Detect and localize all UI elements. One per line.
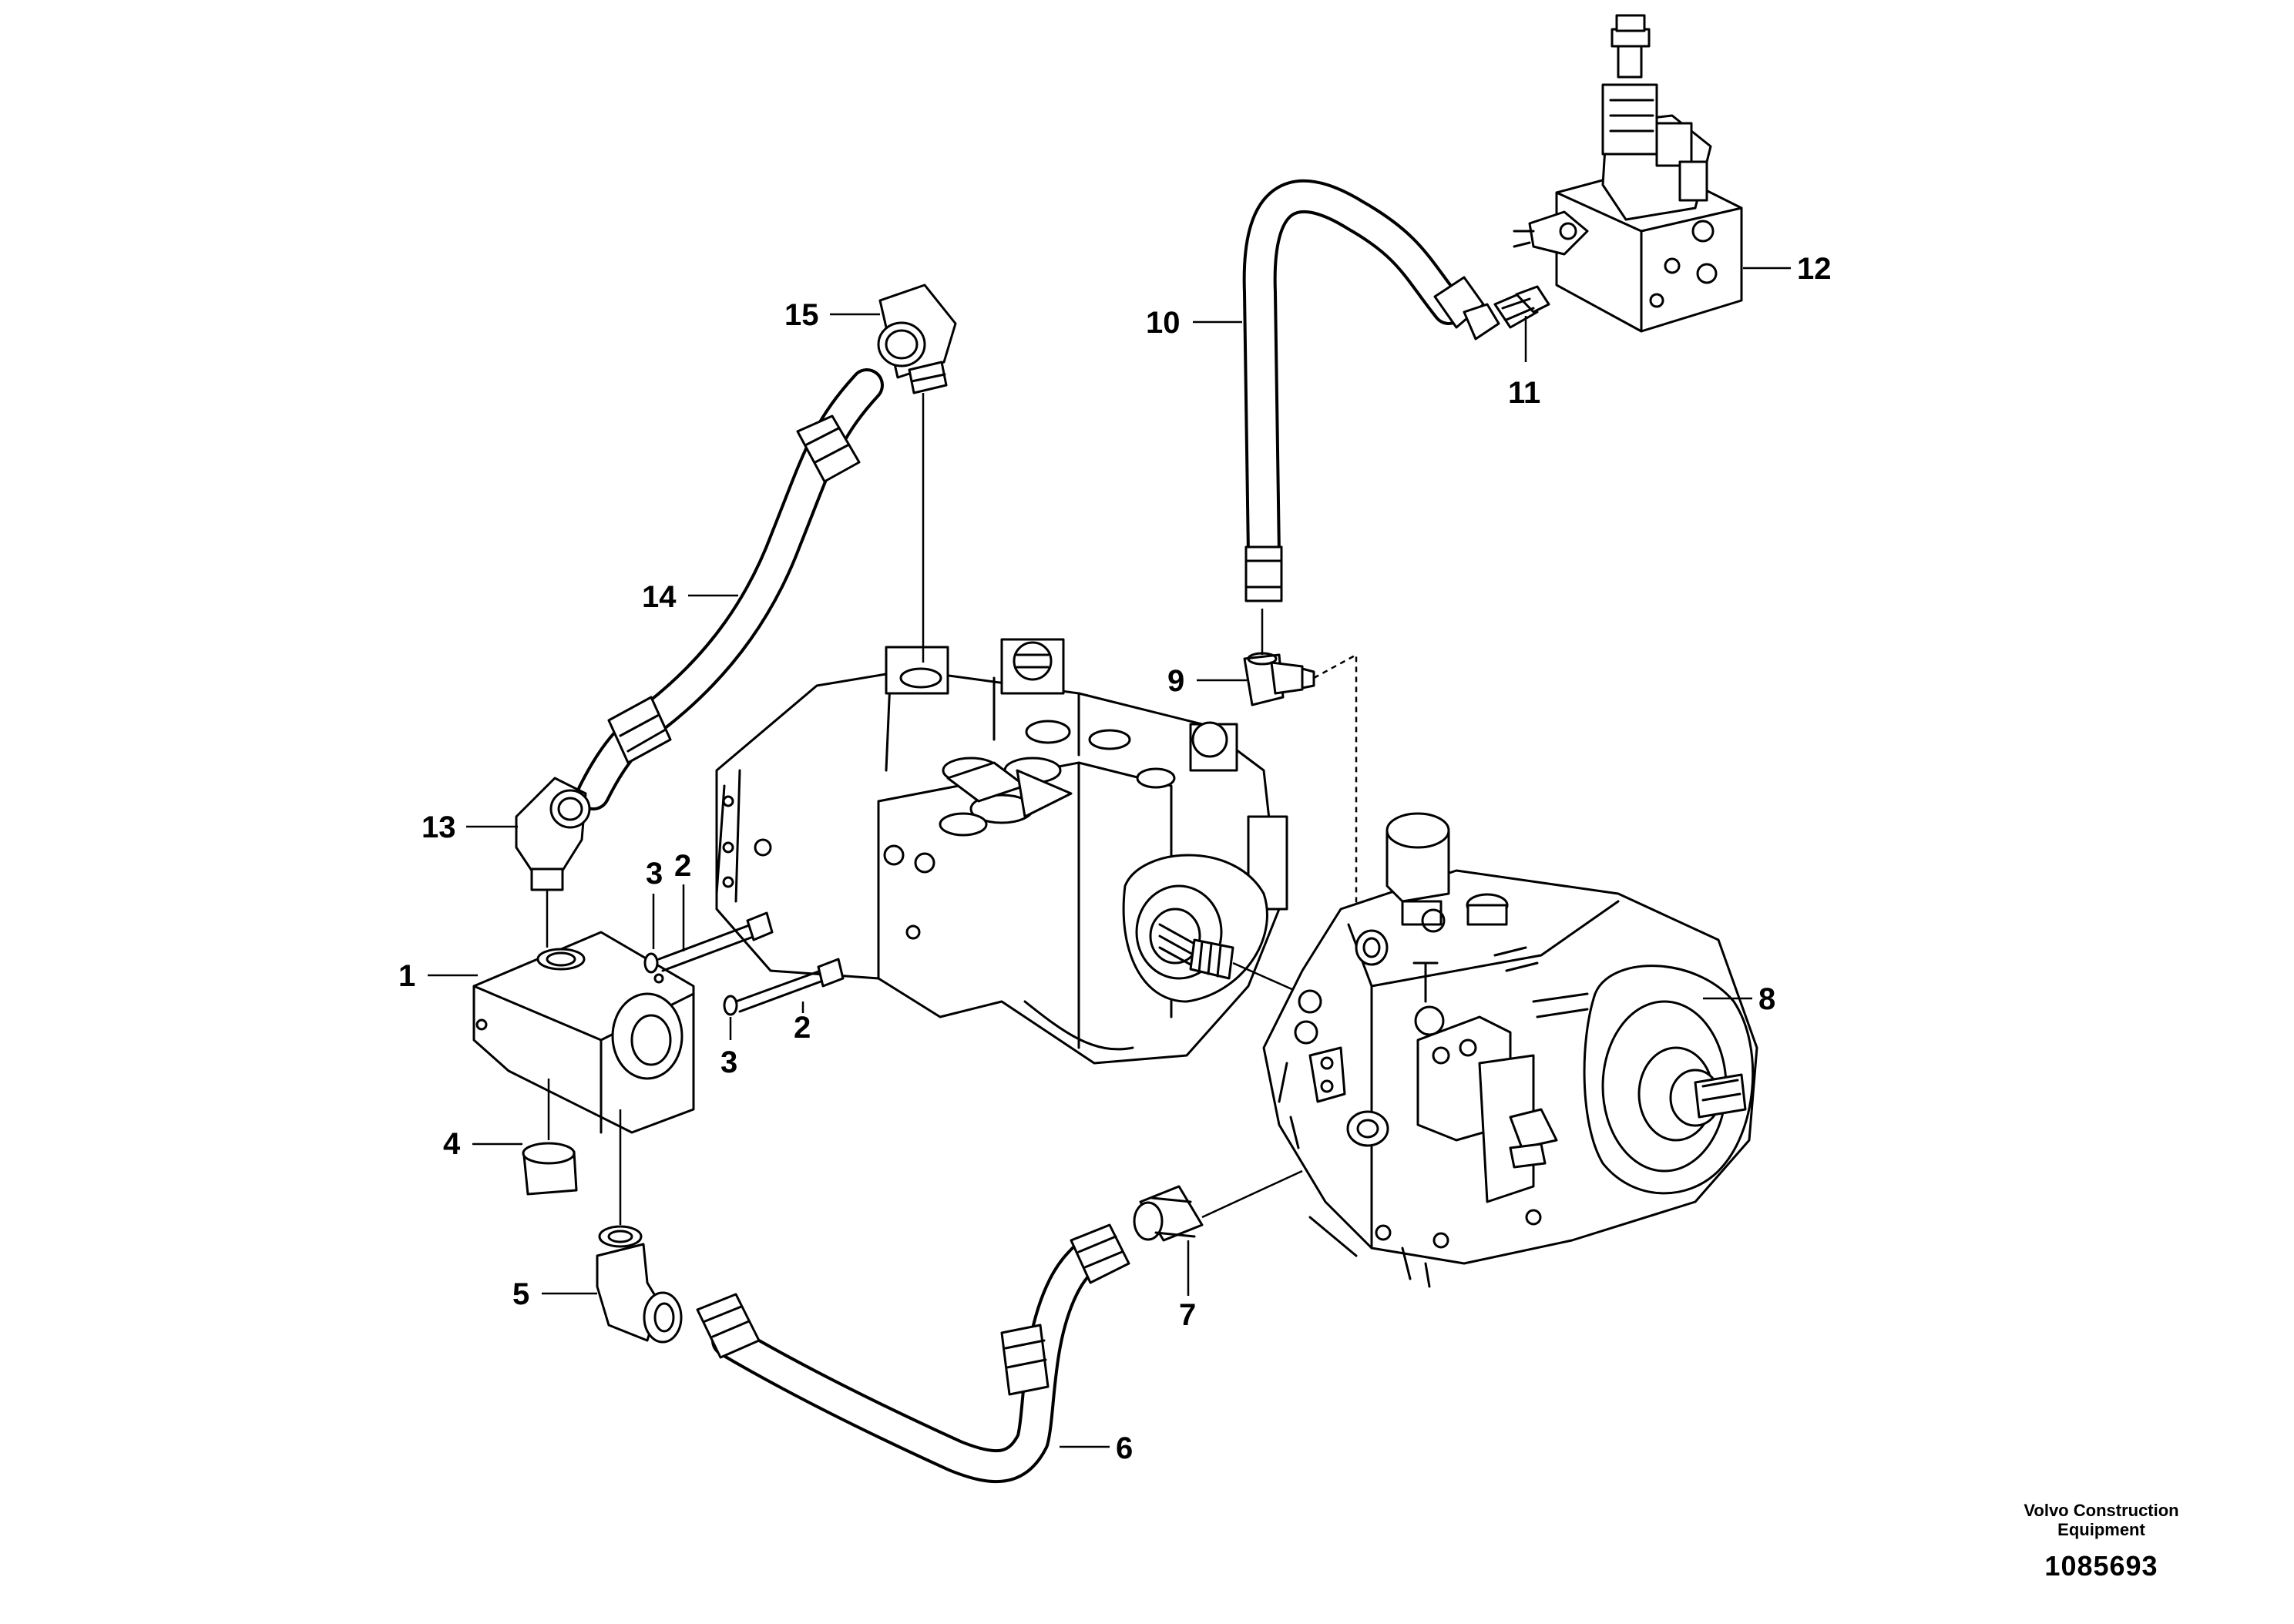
footer-brand-block: Volvo Construction Equipment 1085693: [1986, 1501, 2217, 1582]
callout-13-label: 13: [422, 810, 456, 844]
callout-2a-label: 2: [674, 849, 691, 883]
callout-14-label: 14: [642, 580, 677, 614]
document-number: 1085693: [2044, 1550, 2158, 1582]
callout-4: 4: [443, 1127, 522, 1161]
callout-3b: 3: [720, 1017, 737, 1079]
part-6-hose: [696, 1223, 1130, 1484]
callout-3b-label: 3: [720, 1045, 737, 1079]
callout-12: 12: [1743, 252, 1832, 286]
part-2-bolts: [657, 911, 845, 1013]
callout-15-label: 15: [784, 298, 819, 332]
callout-1: 1: [398, 959, 478, 993]
callout-10-label: 10: [1146, 306, 1181, 340]
callout-2b: 2: [794, 1002, 811, 1045]
callout-2b-label: 2: [794, 1011, 811, 1045]
brand-line-1: Volvo Construction: [2024, 1501, 2179, 1520]
part-15-elbow: [877, 284, 957, 394]
part-8-hydraulic-pump: [1262, 812, 1758, 1288]
brand-line-2: Equipment: [2057, 1520, 2145, 1539]
callout-8-label: 8: [1758, 982, 1775, 1016]
part-5-elbow: [596, 1225, 683, 1344]
callout-2a: 2: [674, 849, 691, 951]
part-3-washers: [643, 952, 738, 1016]
part-14-hose: [576, 368, 884, 810]
callout-9: 9: [1167, 664, 1247, 698]
part-4-plug: [522, 1142, 578, 1196]
assembly-lines: [546, 393, 1303, 1225]
part-9-elbow: [1243, 652, 1315, 706]
callout-7-label: 7: [1179, 1298, 1196, 1332]
callout-14: 14: [642, 580, 738, 614]
callout-15: 15: [784, 298, 880, 332]
part-10-hose: [1242, 179, 1500, 602]
part-12-valve-block: [1513, 14, 1743, 333]
callout-4-label: 4: [443, 1127, 461, 1161]
callout-8: 8: [1703, 982, 1775, 1016]
leader-shaft: [1232, 961, 1303, 995]
part-1-block: [472, 931, 695, 1134]
callout-9-label: 9: [1167, 664, 1184, 698]
callout-13: 13: [422, 810, 518, 844]
callout-11: 11: [1508, 376, 1540, 410]
callout-10: 10: [1146, 306, 1242, 340]
callout-6-label: 6: [1116, 1431, 1133, 1465]
callout-3a: 3: [646, 857, 663, 949]
callout-3a-label: 3: [646, 857, 663, 891]
part-7-adapter: [1133, 1185, 1204, 1242]
callout-1-label: 1: [398, 959, 415, 993]
part-11-adapter: [1493, 285, 1550, 362]
callout-12-label: 12: [1797, 252, 1832, 286]
main-pump-assembly: [715, 638, 1288, 1065]
callout-5: 5: [512, 1277, 597, 1311]
callout-5-label: 5: [512, 1277, 529, 1311]
callout-7: 7: [1179, 1240, 1196, 1332]
callout-11-label: 11: [1508, 376, 1540, 410]
callout-6: 6: [1060, 1431, 1133, 1465]
part-13-elbow: [515, 777, 591, 891]
